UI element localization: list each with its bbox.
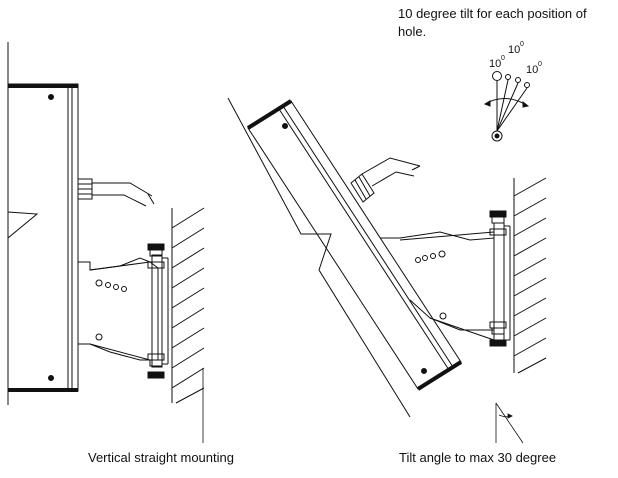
tilted-mounting-figure [227,97,547,444]
wall-hatching [171,207,205,404]
caption-vertical: Vertical straight mounting [88,450,234,465]
rotation-arc [484,98,529,107]
wall-hatching [513,177,547,374]
cable-gland [77,178,155,207]
tilt-hole [515,77,521,83]
tilt-note-line-1: 10 degree tilt for each position of [398,6,587,21]
cable-gland [350,157,421,203]
power-cable [92,182,153,207]
degree-label: 10 [508,44,520,56]
bolt-top [489,210,507,236]
screw [421,368,427,374]
bolt-bottom [147,353,165,379]
tilt-angle-indicator [495,402,524,444]
screw [282,123,288,129]
bolt-bottom [489,321,507,347]
tilt-hole [505,74,511,80]
degree-label: 10 [489,58,501,70]
light-fixture-body [246,99,463,391]
tilt-hole [492,71,502,81]
wall-u-bracket [147,243,169,379]
degree-symbol: 0 [501,55,505,62]
degree-label: 10 [526,64,538,76]
screw [48,375,54,381]
wall-u-bracket [489,210,511,347]
light-fixture-body [7,83,79,392]
hole-tilt-detail [483,71,530,142]
screw [48,94,54,100]
degree-symbol: 0 [520,41,524,48]
power-cable [361,157,421,187]
fixture-break-line [7,42,39,405]
fixture-break-line [227,97,411,418]
degree-symbol: 0 [538,61,542,68]
tilt-hole [524,82,530,88]
mounting-bracket [380,231,495,341]
bolt-top [147,243,165,269]
mounting-bracket [78,257,159,361]
tilt-note-line-2: hole. [398,24,426,39]
vertical-mounting-figure [7,42,205,443]
caption-tilted: Tilt angle to max 30 degree [399,450,556,465]
